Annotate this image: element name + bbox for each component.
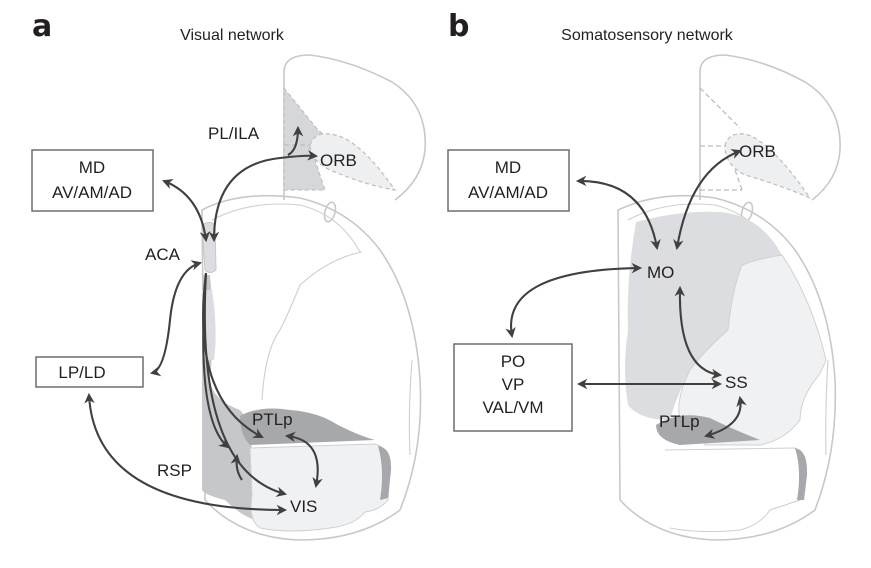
panel-letter-b: b xyxy=(448,9,469,44)
box-label-av-am-ad-b: AV/AM/AD xyxy=(468,183,548,202)
arrow-ss-ptlp xyxy=(703,395,747,439)
box-md-av-am-ad-b xyxy=(447,149,570,212)
label-ss: SS xyxy=(725,373,748,392)
panel-letter-a: a xyxy=(32,9,52,44)
arrow-md-mo xyxy=(575,175,661,251)
label-aca: ACA xyxy=(145,245,181,264)
label-mo: MO xyxy=(647,263,674,282)
arrow-lp-aca xyxy=(149,260,203,377)
arrows-a xyxy=(84,125,323,516)
label-orb-a: ORB xyxy=(320,151,357,170)
box-label-av-am-ad: AV/AM/AD xyxy=(52,183,132,202)
label-orb-b: ORB xyxy=(739,142,776,161)
box-label-val-vm: VAL/VM xyxy=(482,398,543,417)
arrows-b xyxy=(505,149,747,439)
box-po-vp-val-vm xyxy=(453,343,573,432)
arrow-po-mo xyxy=(505,262,643,339)
box-label-lp-ld: LP/LD xyxy=(58,363,105,382)
arrow-to-pl-ila xyxy=(287,125,304,156)
box-md-av-am-ad-a xyxy=(31,149,154,212)
box-label-md: MD xyxy=(79,158,105,177)
box-label-md-b: MD xyxy=(495,158,521,177)
frontal-lobe-outline-b xyxy=(699,54,841,223)
frontal-lobe-outline xyxy=(283,54,427,223)
box-lp-ld xyxy=(35,356,144,388)
vis-region xyxy=(249,443,391,532)
orb-region xyxy=(309,133,397,191)
label-rsp: RSP xyxy=(157,461,192,480)
arrow-aca-orb xyxy=(208,150,319,243)
panel-b: b Somatosensory network MD AV/AM/AD xyxy=(447,9,841,541)
arrow-ptlp-vis xyxy=(284,431,323,489)
arrow-md-aca xyxy=(162,179,211,243)
arrow-mo-ss xyxy=(674,285,723,380)
label-pl-ila: PL/ILA xyxy=(208,124,260,143)
arrow-mo-orb xyxy=(673,149,742,251)
box-label-vp: VP xyxy=(502,375,525,394)
arrow-lp-vis xyxy=(84,392,288,516)
label-ptlp-a: PTLp xyxy=(252,410,293,429)
panel-a: a Visual network MD A xyxy=(31,9,427,541)
panel-a-title: Visual network xyxy=(180,27,285,44)
panel-b-title: Somatosensory network xyxy=(561,27,734,44)
label-ptlp-b: PTLp xyxy=(659,412,700,431)
label-vis: VIS xyxy=(290,497,317,516)
box-label-po: PO xyxy=(501,352,526,371)
